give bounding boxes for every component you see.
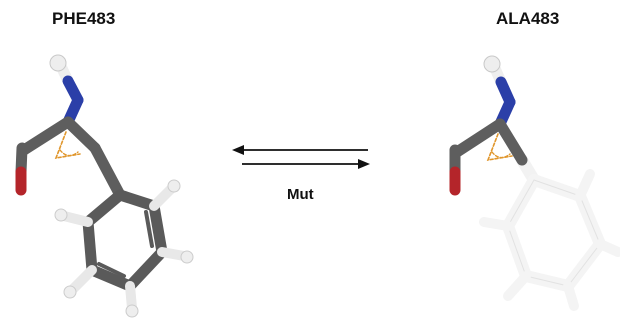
phe-ring-hydrogen-1 [167, 179, 181, 193]
phe-h-bond-2 [157, 247, 189, 261]
ala-ghost-h-bond-2 [595, 239, 620, 257]
ala-amine-hydrogen [483, 55, 501, 73]
phe-ring-hydrogen-2 [180, 250, 194, 264]
ala-ghost-h-bond-3 [563, 281, 579, 311]
phe-ring-hydrogen-5 [54, 208, 68, 222]
ala-ghost-ring [502, 174, 606, 292]
phe-h-bond-1 [149, 183, 177, 211]
equilibrium-arrows [232, 145, 370, 169]
forward-arrow-head [358, 159, 370, 169]
phe-ring-hydrogen-4 [63, 285, 77, 299]
ala-ca-cb-bond [494, 118, 528, 166]
phe-ring-hydrogen-3 [125, 304, 139, 318]
phe-ca-c-bond [18, 116, 74, 156]
phe-amine-hydrogen [49, 54, 67, 72]
mutation-label: Mut [287, 186, 314, 203]
phe-h-bond-5 [59, 211, 93, 227]
ala-ghost-h-bond-4 [503, 271, 531, 301]
ala-angle-marker [486, 133, 513, 162]
phe-ca-cb-bond [62, 116, 101, 154]
ala-ca-c-bond [451, 118, 506, 158]
phe-angle-marker [54, 131, 81, 160]
phe-cb-cg-bond [89, 142, 126, 201]
ala483-molecule [449, 55, 620, 311]
phe-ring-double-bond-1 [144, 210, 154, 248]
phe-angle-arc [59, 149, 79, 157]
ala-ghost-h-bond-1 [575, 169, 595, 201]
phe-ring-double-bond-2 [97, 262, 126, 278]
phe-h-bond-3 [125, 281, 137, 313]
phe483-molecule [15, 54, 194, 318]
phe-h-bond-4 [67, 265, 97, 295]
ala-ghost-h-bond-5 [479, 217, 513, 231]
right-molecule-title: ALA483 [496, 9, 560, 28]
ala-angle-arc [491, 151, 511, 159]
left-molecule-title: PHE483 [52, 9, 116, 28]
reverse-arrow-head [232, 145, 244, 155]
